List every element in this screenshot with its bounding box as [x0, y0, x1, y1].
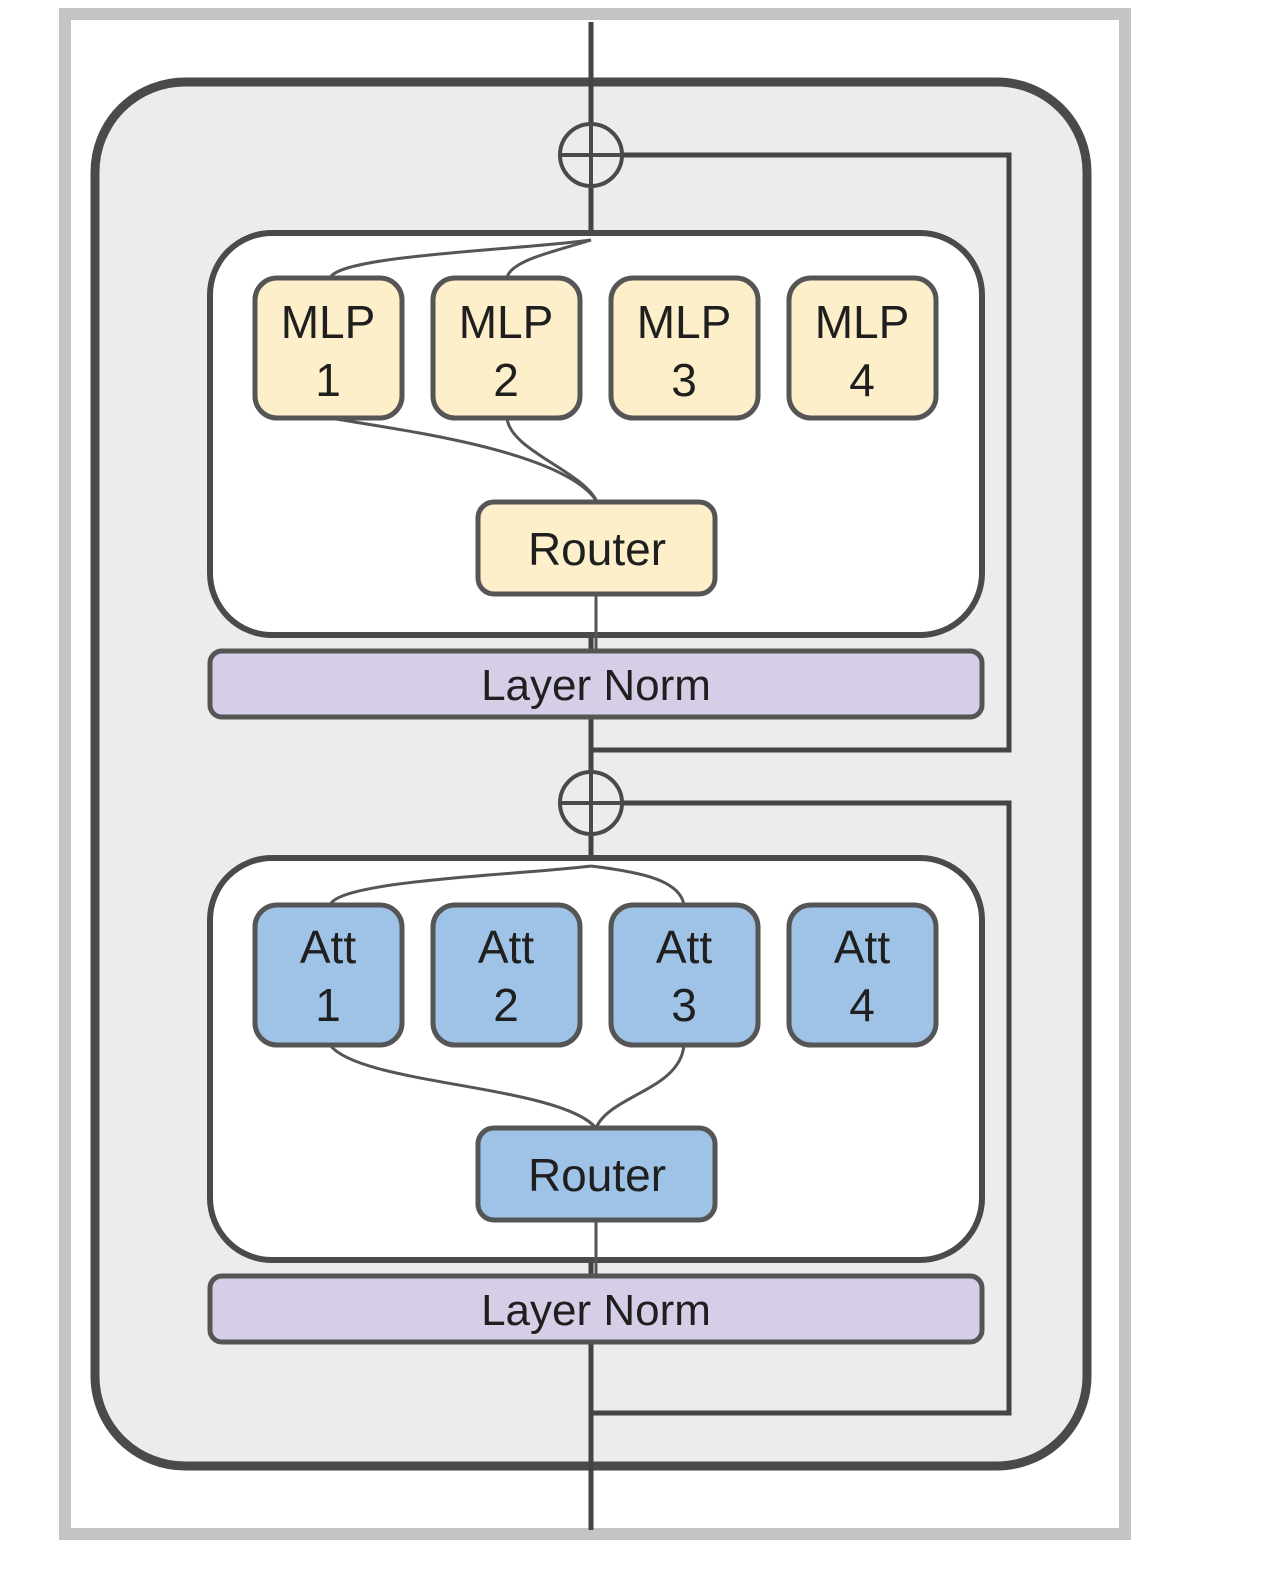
mlp-expert-2: MLP 2 [430, 275, 583, 421]
attention-residual-connection [591, 800, 1012, 1416]
att-expert-1: Att 1 [252, 902, 405, 1048]
attention-route-wire [594, 1044, 686, 1129]
router-label: Router [528, 1149, 666, 1201]
layer-norm-label: Layer Norm [481, 661, 711, 710]
layer-norm-label: Layer Norm [481, 1286, 711, 1335]
att-expert-2: Att 2 [430, 902, 583, 1048]
expert-name: MLP [459, 296, 554, 348]
ffn-route-wire [505, 238, 592, 279]
attention-layer-norm: Layer Norm [207, 1273, 985, 1345]
expert-name: MLP [637, 296, 732, 348]
expert-name: MLP [815, 296, 910, 348]
plus-circle-icon [558, 770, 624, 836]
ffn-router: Router [475, 499, 718, 597]
expert-name: MLP [281, 296, 376, 348]
ffn-route-wire [329, 416, 598, 501]
mlp-expert-3: MLP 3 [608, 275, 761, 421]
attention-route-wire [328, 864, 592, 906]
router-label: Router [528, 523, 666, 575]
expert-name: Att [300, 921, 356, 973]
ffn-route-wire [505, 417, 598, 501]
expert-index: 3 [671, 354, 697, 406]
expert-name: Att [478, 921, 534, 973]
expert-index: 1 [315, 354, 341, 406]
attention-route-wire [590, 864, 686, 906]
expert-name: Att [656, 921, 712, 973]
expert-index: 2 [493, 354, 519, 406]
expert-index: 3 [671, 979, 697, 1031]
expert-index: 4 [849, 979, 875, 1031]
attention-router: Router [475, 1125, 718, 1223]
plus-circle-icon [558, 122, 624, 188]
ffn-layer-norm: Layer Norm [207, 648, 985, 720]
mlp-expert-1: MLP 1 [252, 275, 405, 421]
mlp-expert-4: MLP 4 [786, 275, 939, 421]
expert-name: Att [834, 921, 890, 973]
att-expert-4: Att 4 [786, 902, 939, 1048]
expert-index: 4 [849, 354, 875, 406]
att-expert-3: Att 3 [608, 902, 761, 1048]
ffn-route-wire [328, 238, 592, 279]
expert-index: 2 [493, 979, 519, 1031]
expert-index: 1 [315, 979, 341, 1031]
ffn-residual-connection [591, 152, 1012, 753]
attention-route-wire [328, 1044, 598, 1129]
